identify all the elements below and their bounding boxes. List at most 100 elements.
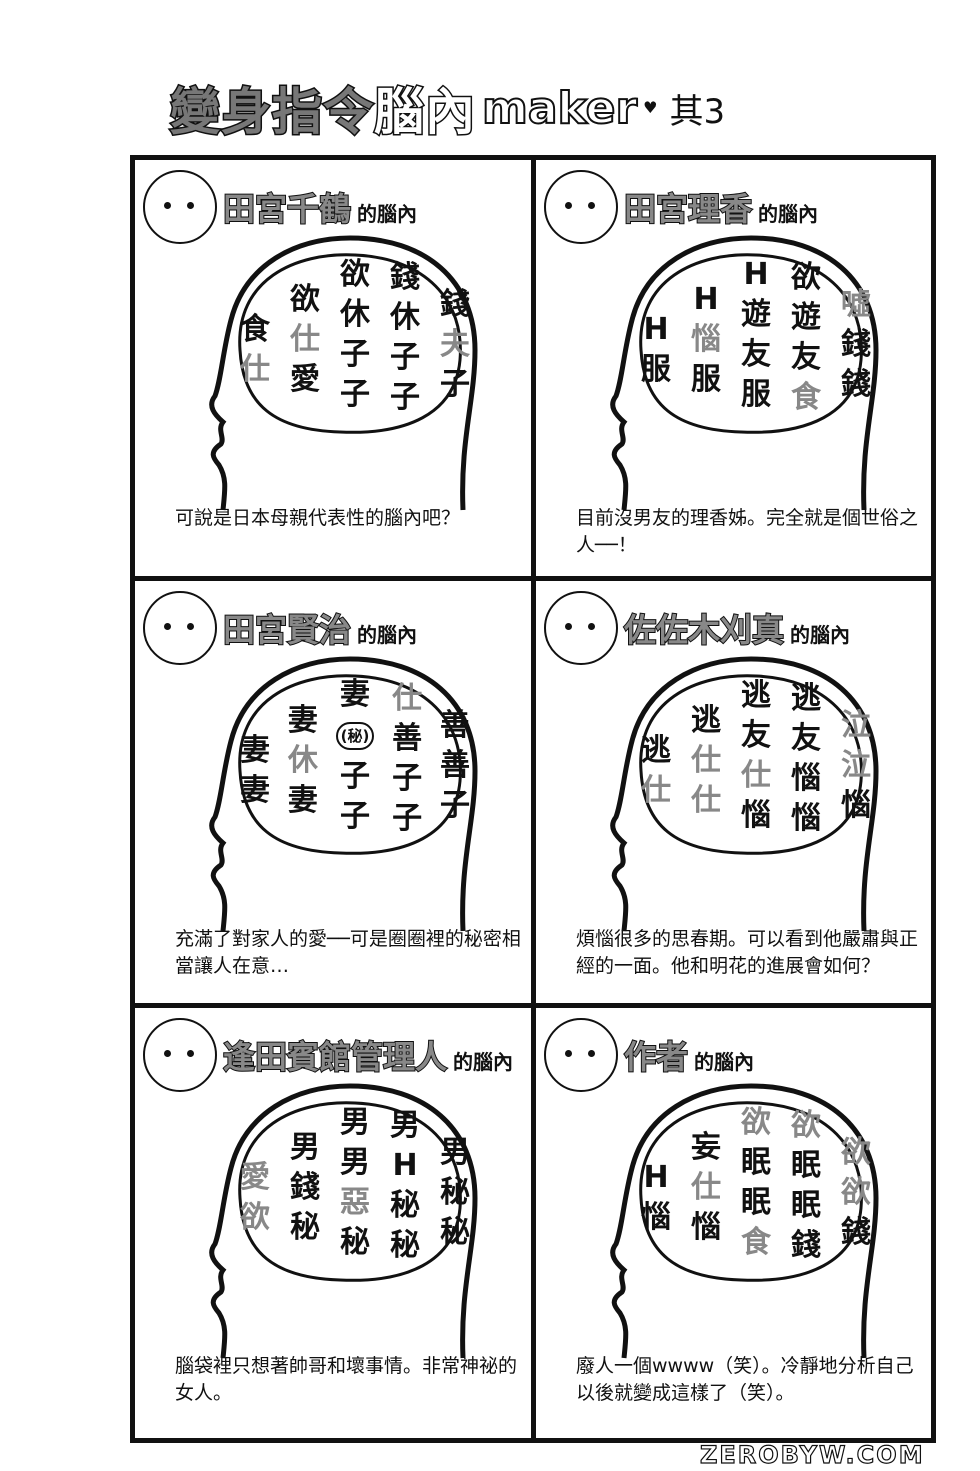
title-main: 變身指令 — [169, 82, 375, 143]
brain-word: 愛 — [240, 1160, 270, 1195]
brain-word: 泣 — [841, 748, 871, 783]
brain-word: 遊 — [791, 299, 821, 335]
brain-word-column: 逃友仕惱 — [741, 676, 771, 836]
brain-word: 秘 — [440, 1215, 470, 1250]
brain-word: 服 — [641, 352, 671, 387]
brain-word: 欲 — [290, 282, 320, 317]
brain-word: 逃 — [741, 678, 771, 713]
brain-word: 秘 — [340, 1225, 370, 1260]
page-title: 變身指令 腦內 maker ♥ 其3 — [169, 68, 726, 148]
brain-word: 欲 — [340, 257, 370, 292]
brain-word: H — [392, 1147, 418, 1183]
brain-word: 服 — [691, 362, 721, 397]
brain-word: 子 — [340, 337, 370, 372]
brain-word-column: 錢夫子 — [440, 285, 470, 405]
character-name: 田宮理香 — [623, 189, 753, 229]
brain-word: 秘 — [440, 1175, 470, 1210]
brain-word: 子 — [392, 800, 423, 836]
brain-word: 友 — [741, 718, 771, 753]
brain-word-column: 妻休妻 — [288, 701, 318, 821]
brain-suffix: 的腦內 — [357, 201, 418, 226]
head-silhouette-icon — [209, 1083, 478, 1359]
brain-word: 仕 — [641, 773, 671, 808]
brain-word: 善 — [439, 708, 470, 743]
brain-word: 妻 — [339, 677, 370, 712]
brain-word: 秘 — [390, 1187, 420, 1223]
brain-word: 休 — [390, 299, 420, 335]
brain-word: 欲 — [791, 259, 821, 295]
head-silhouette-icon — [610, 656, 879, 932]
panel: 田宮賢治 的腦內 妻妻妻休妻妻(秘)子子仕善子子善善子 充滿了對家人的愛──可是… — [135, 581, 531, 1001]
brain-word-column: 泣泣惱 — [841, 706, 871, 826]
brain-word-column: 欲欲錢 — [841, 1133, 871, 1253]
brain-word: 仕 — [741, 758, 771, 793]
brain-word: 善 — [392, 720, 423, 756]
brain-word-circled: (秘) — [335, 722, 375, 750]
character-header: 田宮賢治 的腦內 — [143, 591, 527, 665]
panel-caption: 腦袋裡只想著帥哥和壞事情。非常神祕的女人。 — [175, 1355, 518, 1404]
panel-divider-horizontal — [130, 1003, 936, 1008]
panel-divider-vertical — [531, 155, 536, 1443]
brain-word: 夫 — [440, 327, 470, 362]
title-part: 其3 — [669, 91, 726, 132]
brain-word: 逃 — [691, 703, 721, 738]
brain-word: 欲 — [240, 1200, 270, 1235]
panel-caption: 目前沒男友的理香姊。完全就是個世俗之人──！ — [576, 507, 919, 556]
brain-word-column: 男秘秘 — [440, 1133, 470, 1253]
brain-word: 仕 — [691, 1170, 721, 1205]
brain-suffix: 的腦內 — [453, 1049, 514, 1074]
brain-word: 逃 — [641, 733, 671, 768]
brain-word: 欲 — [741, 1105, 771, 1140]
brain-word: H — [693, 282, 719, 317]
brain-word: 男 — [340, 1145, 370, 1180]
brain-word: 妄 — [691, 1130, 721, 1165]
brain-word: 仕 — [691, 743, 721, 778]
brain-word: 友 — [791, 339, 821, 375]
brain-word-column: 欲眠眠錢 — [791, 1106, 821, 1266]
brain-word: 眠 — [791, 1147, 821, 1183]
brain-word: 眠 — [791, 1187, 821, 1223]
brain-suffix: 的腦內 — [694, 1049, 755, 1074]
brain-word: 子 — [440, 367, 470, 402]
brain-suffix: 的腦內 — [758, 201, 819, 226]
brain-word: 仕 — [240, 352, 270, 387]
brain-word-column: 逃仕 — [641, 731, 671, 811]
character-header: 作者 的腦內 — [544, 1018, 928, 1092]
title-brain: 腦內 — [373, 82, 477, 143]
brain-word: 子 — [339, 799, 370, 834]
brain-word-column: 欲遊友食 — [791, 258, 821, 418]
panel-caption: 煩惱很多的思春期。可以看到他嚴肅與正經的一面。他和明花的進展會如何？ — [576, 928, 919, 977]
brain-word: 子 — [390, 379, 420, 415]
brain-contents: 妻妻妻休妻妻(秘)子子仕善子子善善子 — [240, 676, 470, 846]
panel: 佐佐木刈真 的腦內 逃仕逃仕仕逃友仕惱逃友惱惱泣泣惱 煩惱很多的思春期。可以看到… — [536, 581, 932, 1001]
brain-word: H — [643, 1160, 669, 1195]
brain-word: 休 — [340, 297, 370, 332]
head-silhouette-icon — [610, 235, 879, 511]
panel-caption: 廢人一個wwww（笑）。冷靜地分析自己以後就變成這樣了（笑）。 — [576, 1355, 914, 1404]
brain-word: 男 — [440, 1135, 470, 1170]
character-portrait — [544, 170, 618, 244]
character-portrait — [143, 170, 217, 244]
brain-word: 錢 — [841, 327, 871, 362]
brain-word: 惱 — [841, 788, 871, 823]
brain-word: 惱 — [691, 1210, 721, 1245]
brain-word-column: 妻(秘)子子 — [335, 675, 375, 837]
brain-word: 食 — [741, 1225, 771, 1260]
brain-word-column: 食仕 — [240, 310, 270, 390]
character-portrait — [544, 1018, 618, 1092]
brain-word-column: 逃友惱惱 — [791, 679, 821, 839]
brain-word: 男 — [340, 1105, 370, 1140]
head-silhouette-icon — [209, 235, 478, 511]
brain-word: 子 — [392, 760, 423, 796]
brain-word-column: 欲休子子 — [340, 255, 370, 415]
brain-contents: 逃仕逃仕仕逃友仕惱逃友惱惱泣泣惱 — [641, 676, 871, 846]
brain-word: 欲 — [791, 1107, 821, 1143]
character-header: 田宮千鶴 的腦內 — [143, 170, 527, 244]
brain-word: 眠 — [741, 1145, 771, 1180]
